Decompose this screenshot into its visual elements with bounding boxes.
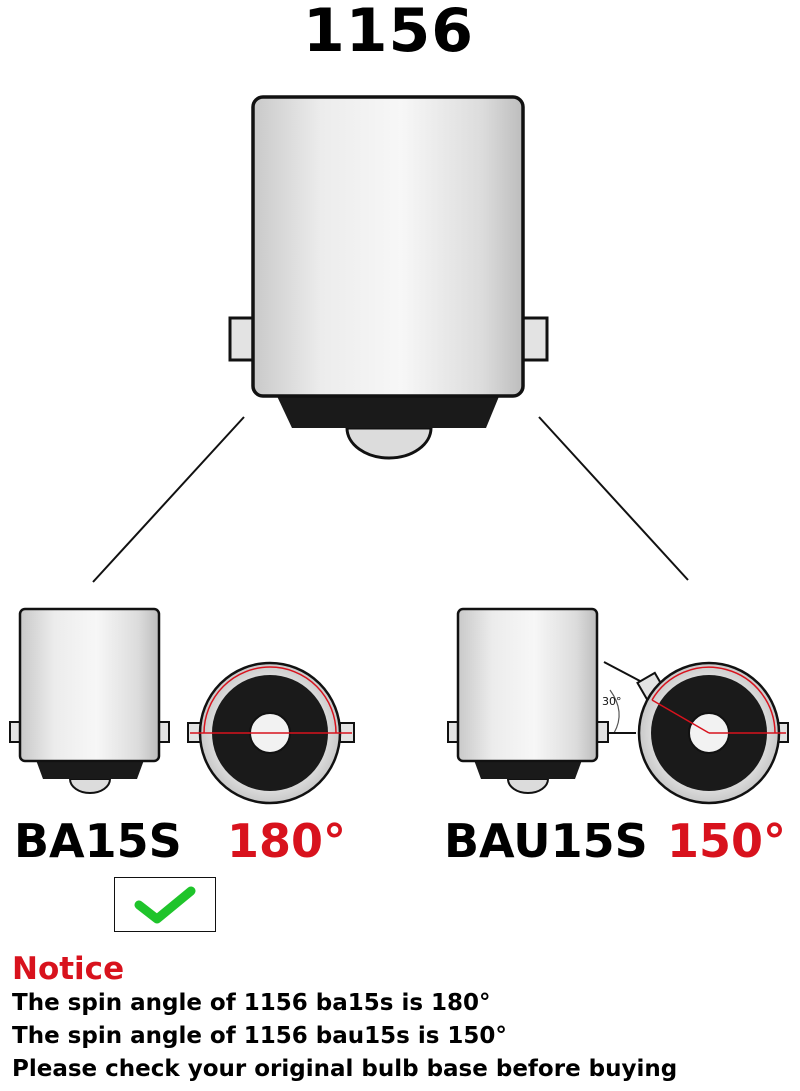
notice-heading: Notice <box>12 951 125 987</box>
angle-arc-180 <box>203 666 337 734</box>
bulb-1156-large <box>228 95 549 460</box>
product-title: 1156 <box>303 0 474 66</box>
bulb-shell <box>18 607 161 763</box>
bulb-bau15s-side <box>447 607 609 794</box>
notice-line-1: The spin angle of 1156 ba15s is 180° <box>12 990 491 1016</box>
bulb-shell <box>456 607 599 763</box>
offset-pin-axis <box>651 699 710 734</box>
angle-arc-150 <box>651 666 776 734</box>
bulb-contact <box>345 426 433 460</box>
bau15s-label: BAU15S <box>444 814 648 868</box>
bulb-insulator <box>474 760 582 779</box>
ba15s-angle: 180° <box>227 814 347 868</box>
bulb-shell <box>251 95 525 398</box>
bulb-contact <box>506 778 550 794</box>
bulb-insulator <box>36 760 144 779</box>
bulb-ba15s-side <box>9 607 170 794</box>
connector-line-left <box>92 416 245 583</box>
bulb-contact <box>68 778 112 794</box>
ba15s-label: BA15S <box>14 814 182 868</box>
notice-line-3: Please check your original bulb base bef… <box>12 1056 678 1082</box>
checkmark-icon <box>134 886 196 923</box>
bau15s-top-view: 30° <box>602 661 789 805</box>
bulb-insulator <box>276 394 500 428</box>
connector-line-right <box>538 416 689 581</box>
offset-angle-arc <box>609 689 620 734</box>
ba15s-selected-badge <box>114 877 216 932</box>
bau15s-angle: 150° <box>667 814 787 868</box>
bulb-pin-right <box>520 316 549 362</box>
ba15s-top-view <box>187 661 355 805</box>
bulb-pin-right <box>596 721 609 743</box>
offset-angle-label: 30° <box>602 695 622 708</box>
notice-line-2: The spin angle of 1156 bau15s is 150° <box>12 1023 507 1049</box>
